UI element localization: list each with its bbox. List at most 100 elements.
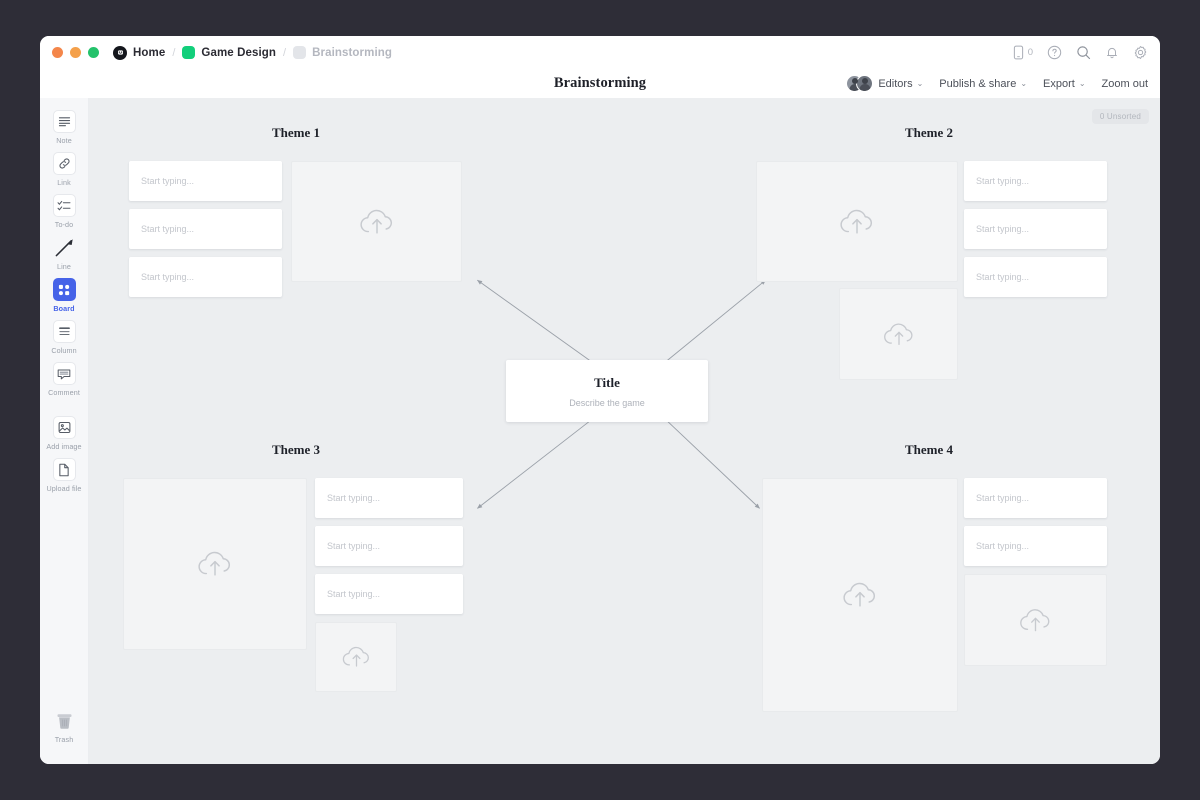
theme-title-2: Theme 2: [905, 125, 954, 140]
avatar-group: [846, 75, 874, 92]
center-card-subtitle: Describe the game: [569, 397, 645, 408]
note-card[interactable]: Start typing...: [315, 526, 463, 566]
image-upload-placeholder[interactable]: [756, 161, 958, 282]
help-icon[interactable]: [1047, 45, 1062, 60]
note-card[interactable]: Start typing...: [964, 161, 1107, 201]
trash-icon: [53, 709, 76, 732]
link-icon: [52, 152, 76, 175]
sidebar-item-add-image[interactable]: Add image: [42, 413, 86, 455]
sidebar-label-todo: To-do: [54, 220, 74, 229]
arrow-to-theme-2: [667, 279, 766, 361]
sidebar-item-column[interactable]: Column: [42, 317, 86, 359]
sidebar-label-board: Board: [53, 304, 75, 313]
image-upload-placeholder[interactable]: [762, 478, 958, 712]
image-upload-placeholder[interactable]: [291, 161, 462, 282]
publish-share-label: Publish & share: [939, 77, 1017, 90]
chevron-down-icon: ⌄: [1020, 79, 1028, 88]
note-card[interactable]: Start typing...: [964, 478, 1107, 518]
note-placeholder: Start typing...: [141, 176, 195, 186]
note-placeholder: Start typing...: [327, 589, 381, 599]
center-card-title: Title: [594, 374, 620, 390]
note-placeholder: Start typing...: [976, 176, 1030, 186]
comment-icon: [52, 362, 76, 385]
sidebar-label-add-image: Add image: [46, 442, 82, 451]
line-arrow-icon: [53, 236, 76, 259]
board-icon: [52, 278, 76, 301]
unsorted-badge[interactable]: 0 Unsorted: [1091, 109, 1149, 124]
note-placeholder: Start typing...: [976, 541, 1030, 551]
image-upload-placeholder[interactable]: [839, 288, 958, 380]
note-placeholder: Start typing...: [327, 541, 381, 551]
sidebar-label-note: Note: [56, 136, 72, 145]
breadcrumb-label-brainstorming: Brainstorming: [312, 46, 392, 59]
arrow-to-theme-4: [667, 420, 760, 509]
note-card[interactable]: Start typing...: [315, 478, 463, 518]
sidebar-item-note[interactable]: Note: [42, 107, 86, 149]
sidebar-item-todo[interactable]: To-do: [42, 191, 86, 233]
note-placeholder: Start typing...: [327, 493, 381, 503]
minimize-window-button[interactable]: [70, 47, 81, 58]
zoom-out-button[interactable]: Zoom out: [1102, 78, 1148, 90]
title-bar: Home / Game Design / Brainstorming 0: [40, 36, 1160, 69]
sidebar-item-link[interactable]: Link: [42, 149, 86, 191]
sidebar-item-trash[interactable]: Trash: [42, 706, 86, 748]
breadcrumb-item-home[interactable]: Home: [113, 45, 165, 60]
search-icon[interactable]: [1076, 45, 1091, 60]
editors-label: Editors: [878, 77, 913, 90]
export-button[interactable]: Export ⌄: [1043, 78, 1086, 90]
note-card[interactable]: Start typing...: [315, 574, 463, 614]
editors-button[interactable]: Editors ⌄: [846, 75, 923, 92]
window-traffic-lights: [52, 47, 99, 58]
close-window-button[interactable]: [52, 47, 63, 58]
image-upload-placeholder[interactable]: [123, 478, 307, 650]
note-card[interactable]: Start typing...: [964, 209, 1107, 249]
green-square-icon: [182, 46, 196, 59]
arrow-to-theme-3: [477, 420, 590, 509]
theme-title-4: Theme 4: [905, 442, 954, 457]
sidebar-item-upload-file[interactable]: Upload file: [42, 455, 86, 497]
arrow-to-theme-1: [477, 279, 590, 361]
note-card[interactable]: Start typing...: [129, 161, 282, 201]
theme-title-3: Theme 3: [272, 442, 321, 457]
note-placeholder: Start typing...: [141, 224, 195, 234]
add-image-icon: [52, 416, 76, 439]
note-card[interactable]: Start typing...: [129, 257, 282, 297]
mobile-preview-count: 0: [1027, 47, 1033, 58]
notifications-bell-icon[interactable]: [1105, 45, 1119, 60]
note-placeholder: Start typing...: [976, 272, 1030, 282]
tool-sidebar: Note Link: [40, 98, 89, 764]
breadcrumb-item-brainstorming[interactable]: Brainstorming: [293, 46, 392, 59]
sidebar-item-board[interactable]: Board: [42, 275, 86, 317]
sidebar-label-line: Line: [57, 262, 71, 271]
settings-gear-icon[interactable]: [1133, 45, 1148, 60]
note-card[interactable]: Start typing...: [964, 257, 1107, 297]
sidebar-label-trash: Trash: [54, 735, 74, 744]
chevron-down-icon: ⌄: [916, 79, 924, 88]
app-body: Note Link: [40, 98, 1160, 764]
breadcrumb-item-game-design[interactable]: Game Design: [182, 46, 276, 59]
image-upload-placeholder[interactable]: [964, 574, 1107, 666]
breadcrumb-separator: /: [283, 46, 287, 59]
note-icon: [52, 110, 76, 133]
maximize-window-button[interactable]: [88, 47, 99, 58]
export-label: Export: [1043, 77, 1075, 90]
document-actions: Editors ⌄ Publish & share ⌄ Export ⌄ Zoo…: [846, 75, 1148, 92]
zoom-out-label: Zoom out: [1101, 77, 1148, 90]
note-placeholder: Start typing...: [141, 272, 195, 282]
note-placeholder: Start typing...: [976, 224, 1030, 234]
note-card[interactable]: Start typing...: [129, 209, 282, 249]
breadcrumb: Home / Game Design / Brainstorming: [113, 45, 392, 60]
board-canvas[interactable]: 0 Unsorted Theme 1 Start typing... Sta: [89, 98, 1160, 764]
mobile-preview-icon[interactable]: 0: [1013, 45, 1033, 60]
avatar: [856, 75, 874, 92]
center-title-card[interactable]: Title Describe the game: [506, 360, 708, 422]
publish-share-button[interactable]: Publish & share ⌄: [939, 78, 1027, 90]
image-upload-placeholder[interactable]: [315, 622, 397, 692]
grey-square-icon: [293, 46, 307, 59]
sidebar-item-line[interactable]: Line: [42, 233, 86, 275]
todo-icon: [52, 194, 76, 217]
app-window: Home / Game Design / Brainstorming 0: [40, 36, 1160, 764]
sidebar-item-comment[interactable]: Comment: [42, 359, 86, 401]
note-card[interactable]: Start typing...: [964, 526, 1107, 566]
sidebar-label-upload-file: Upload file: [46, 484, 82, 493]
